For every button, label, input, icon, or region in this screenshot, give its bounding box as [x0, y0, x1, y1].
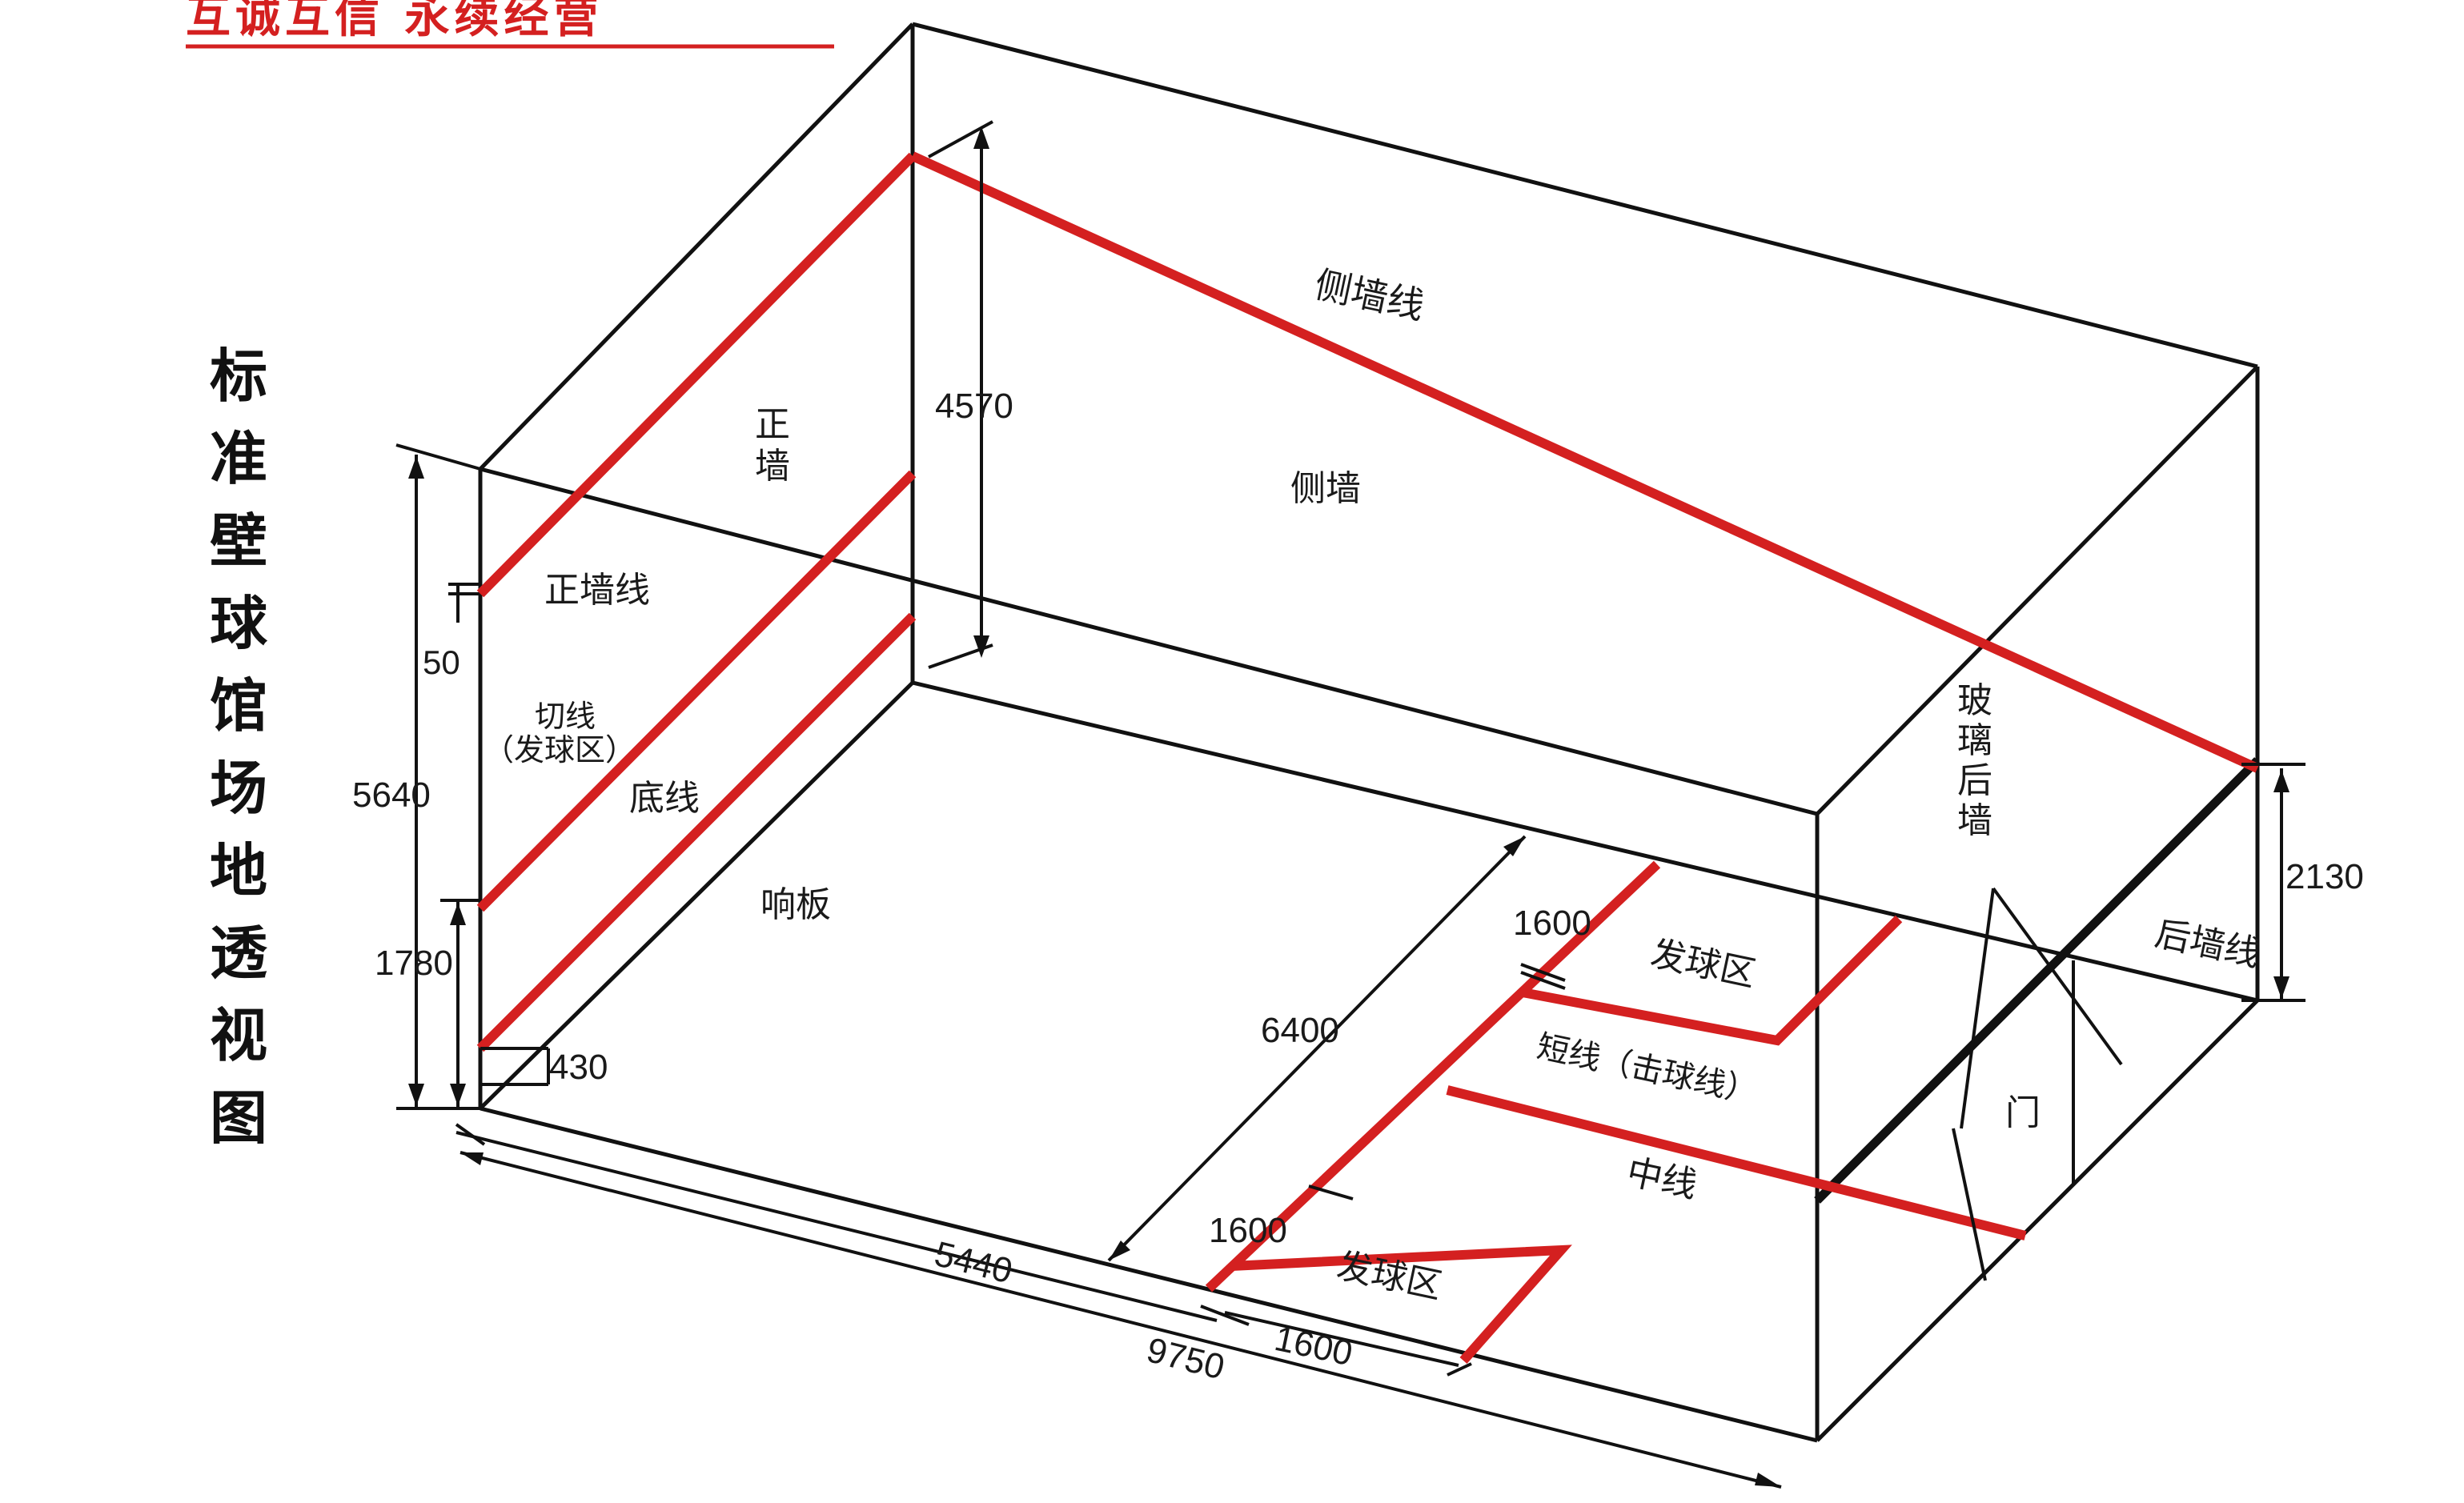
dim-5640: 5640	[352, 776, 431, 815]
dim-1600-upper: 1600	[1513, 904, 1591, 943]
title-char: 标	[210, 342, 267, 410]
title-char: 视	[210, 1001, 267, 1069]
title-char: 透	[210, 919, 268, 987]
center-line	[1446, 1085, 2027, 1240]
dimension-arrows	[408, 126, 2289, 1487]
front-wall-line	[476, 152, 917, 598]
court-lines-red	[476, 151, 2260, 1364]
glass-wall-char: 玻	[1957, 680, 1992, 721]
cut-line-label: 切线	[535, 699, 596, 734]
title-char: 场	[210, 754, 267, 822]
glass-wall-char: 璃	[1957, 720, 1992, 761]
dim-2130: 2130	[2285, 857, 2364, 896]
dimension-lines	[395, 120, 2305, 1489]
short-line-label: 短线（击球线）	[1534, 1028, 1760, 1111]
tin-label: 响板	[760, 884, 831, 925]
service-box-upper-label: 发球区	[1647, 933, 1760, 995]
short-line-side-a	[1205, 860, 1661, 1293]
dim-6400: 6400	[1261, 1011, 1339, 1050]
slogan-text: 互诚互信 永续经营	[186, 0, 604, 43]
dim-5440: 5440	[931, 1234, 1017, 1291]
side-wall-line-label: 侧墙线	[1311, 263, 1428, 328]
glass-wall-char: 后	[1957, 760, 1992, 801]
title-char: 地	[210, 836, 267, 904]
title-char: 准	[210, 424, 267, 492]
front-wall-label-1: 正墙	[755, 404, 790, 487]
title-char: 馆	[210, 671, 267, 739]
bottom-line-label: 底线	[629, 778, 700, 819]
service-box-lower	[1230, 1244, 1572, 1364]
door-lines	[1952, 887, 2123, 1281]
dim-1600-lower: 1600	[1209, 1211, 1287, 1250]
dim-9750: 9750	[1143, 1330, 1229, 1387]
dim-4570: 4570	[935, 387, 1013, 426]
dimension-labels: 4570 5640 50 1780 430 2130 6400 1600 160…	[352, 387, 2364, 1387]
side-wall-line	[910, 151, 2260, 773]
cut-line	[476, 470, 917, 912]
dim-1600-bottom: 1600	[1271, 1319, 1356, 1373]
cut-line-note-label: （发球区）	[484, 732, 636, 768]
door-label: 门	[2005, 1092, 2041, 1133]
front-wall-line-label: 正墙线	[544, 570, 650, 611]
back-wall-line-label: 后墙线	[2152, 913, 2264, 975]
title-char: 图	[210, 1084, 267, 1152]
title-char: 壁	[210, 507, 267, 575]
dim-50: 50	[423, 643, 460, 681]
dim-430: 430	[549, 1048, 608, 1087]
title-char: 球	[210, 589, 268, 657]
side-wall-label: 侧墙	[1290, 468, 1361, 509]
center-line-label: 中线	[1623, 1152, 1701, 1206]
glass-wall-char: 墙	[1957, 800, 1992, 841]
tin-line	[476, 612, 917, 1052]
court-box-outline	[478, 22, 2260, 1443]
dim-1780: 1780	[375, 944, 453, 983]
service-box-upper	[1521, 915, 1903, 1046]
back-wall-line-mark	[1814, 757, 2261, 1204]
